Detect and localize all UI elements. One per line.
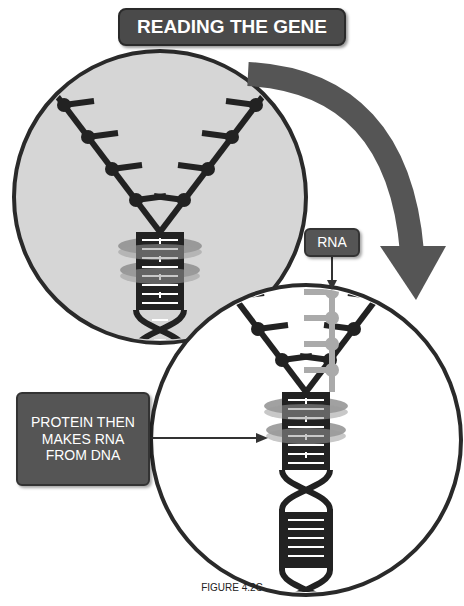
callout-box: PROTEIN THEN MAKES RNA FROM DNA	[16, 392, 150, 486]
title-banner: READING THE GENE	[118, 8, 346, 46]
callout-text: RNA	[317, 234, 347, 251]
arrow-head	[380, 246, 446, 300]
figure-caption: FIGURE 4.2C	[0, 582, 464, 593]
callout-text: PROTEIN THEN MAKES RNA FROM DNA	[26, 414, 140, 464]
leader-head	[256, 433, 268, 443]
callout-box: RNA	[304, 228, 360, 257]
leader-line	[150, 437, 258, 439]
leader-head	[327, 280, 337, 290]
dna-fork-rna	[181, 227, 431, 606]
process-arrow	[248, 74, 412, 252]
